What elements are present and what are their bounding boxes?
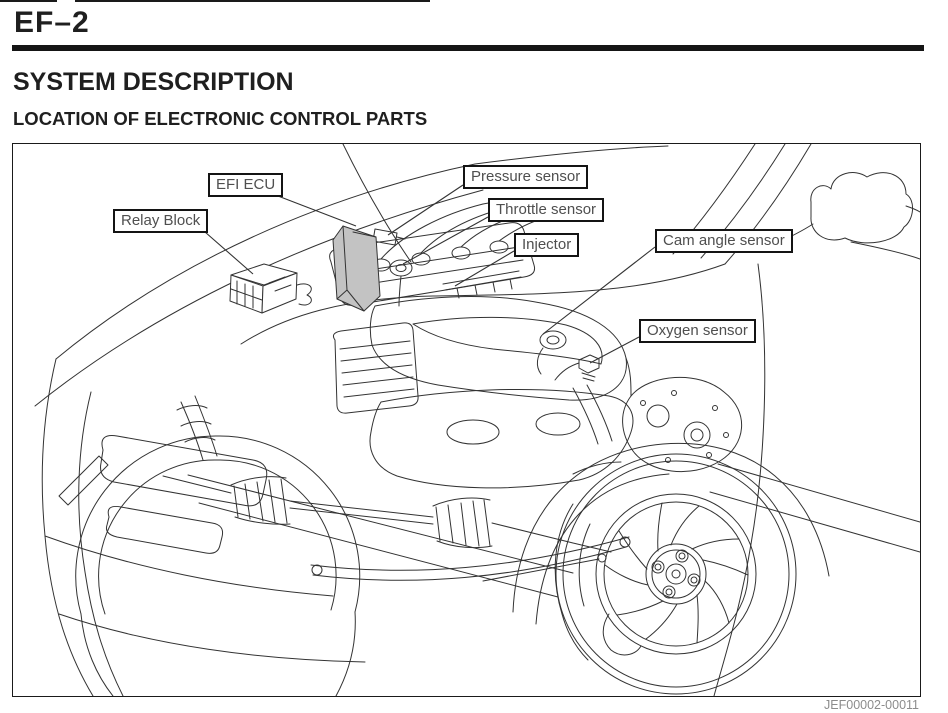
oxygen-sensor-part	[555, 355, 599, 381]
subsection-title: LOCATION OF ELECTRONIC CONTROL PARTS	[13, 108, 428, 129]
scan-edge-artifact	[75, 0, 430, 2]
page-code: EF–2	[14, 6, 90, 39]
figure-code: JEF00002-00011	[824, 698, 919, 712]
scan-edge-artifact	[0, 0, 57, 2]
callout-oxygen-sensor: Oxygen sensor	[639, 319, 756, 343]
cam-angle-sensor-part	[537, 331, 566, 374]
callout-cam-angle-sensor: Cam angle sensor	[655, 229, 793, 253]
callout-throttle-sensor: Throttle sensor	[488, 198, 605, 222]
callout-injector: Injector	[514, 233, 580, 257]
callout-relay-block: Relay Block	[113, 209, 209, 233]
front-wheel	[555, 454, 796, 694]
engine-bay-illustration	[13, 144, 920, 696]
section-title: SYSTEM DESCRIPTION	[13, 68, 294, 96]
fuel-rail	[443, 271, 521, 290]
callout-pressure-sensor: Pressure sensor	[463, 165, 589, 189]
header-rule	[12, 45, 924, 51]
relay-block-part	[230, 264, 311, 313]
leader-lines	[204, 184, 656, 364]
callout-efi-ecu: EFI ECU	[208, 173, 284, 197]
